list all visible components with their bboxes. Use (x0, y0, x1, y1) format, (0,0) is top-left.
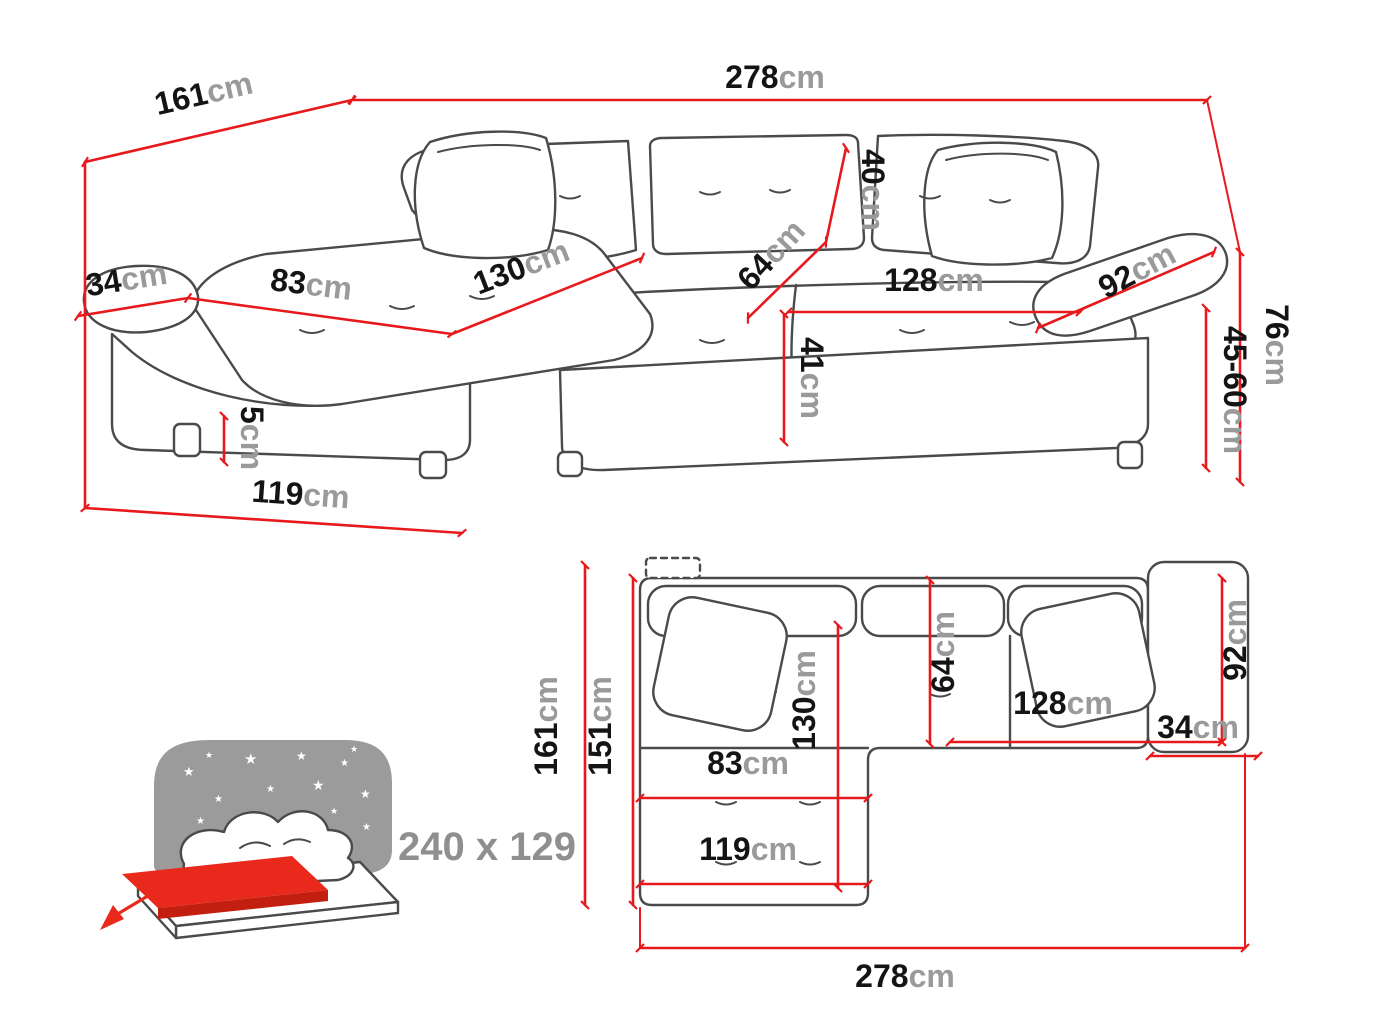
mattress-front (158, 890, 328, 919)
plan-label-34: 34cm (1157, 709, 1239, 745)
tufting-creases (299, 189, 1035, 344)
plan-pillow-left (652, 596, 788, 732)
chaise-cushion (190, 227, 654, 407)
plan-label-130: 130cm (786, 650, 822, 750)
svg-text:★: ★ (330, 806, 338, 816)
sofa-leg (172, 422, 202, 458)
dim-line-130 (450, 252, 646, 336)
dim-label-height-76: 76cm (1259, 304, 1295, 386)
svg-text:★: ★ (266, 784, 275, 795)
dim-label-backrest-40: 40cm (855, 149, 891, 231)
sofa-bed-icon: ★ ★ ★ ★ ★ ★ ★ ★ ★ ★ ★ ★ ★ ★ ★ (100, 740, 400, 940)
dim-line-92 (1034, 246, 1218, 334)
dim-line-34 (73, 292, 193, 322)
sofa-leg (1116, 440, 1144, 470)
svg-text:★: ★ (183, 764, 195, 779)
mattress-top (122, 856, 328, 908)
plan-label-119: 119cm (699, 831, 797, 867)
svg-text:★: ★ (205, 750, 213, 760)
pillow-left-crease (437, 143, 541, 153)
svg-text:★: ★ (196, 816, 205, 827)
dim-line-64 (746, 236, 828, 324)
dim-label-armrest-34: 34cm (83, 255, 169, 303)
blanket-crease (283, 838, 311, 845)
dim-line-40 (824, 142, 851, 244)
dim-line-119 (80, 503, 467, 538)
plan-label-64: 64cm (925, 611, 961, 693)
dim-label-seat-width-128: 128cm (884, 262, 984, 298)
plan-label-83: 83cm (707, 745, 789, 781)
chaise-front-panel (110, 332, 472, 462)
sofa-plan-view (638, 556, 1250, 907)
plan-pillow-right (1020, 592, 1156, 728)
pullout-arrow-head (100, 905, 124, 930)
dim-label-chaise-outer-119: 119cm (251, 473, 351, 516)
pillow-left (413, 130, 557, 260)
plan-label-92: 92cm (1217, 599, 1253, 681)
dim-label-seat-height-41: 41cm (794, 337, 830, 419)
svg-text:★: ★ (312, 777, 325, 793)
svg-text:★: ★ (360, 787, 371, 801)
dim-label-depth-161: 161cm (151, 65, 256, 122)
plan-label-151: 151cm (582, 676, 618, 776)
dim-label-height-45-60: 45-60cm (1217, 326, 1253, 454)
plan-label-128: 128cm (1013, 685, 1113, 721)
plan-headrest (644, 556, 702, 580)
perspective-dimension-labels: 278cm 161cm 34cm 83cm 130cm 64cm 40cm 12… (83, 59, 1295, 515)
svg-text:★: ★ (214, 794, 223, 805)
plan-dimension-labels: 161cm 151cm 130cm 64cm 92cm 128cm 34cm 8… (528, 599, 1253, 994)
blanket-crease (239, 841, 271, 849)
plan-label-278: 278cm (855, 958, 955, 994)
bed-size-label: 240 x 129 (398, 825, 576, 869)
pillow-right-crease (945, 152, 1049, 161)
svg-text:★: ★ (296, 749, 307, 763)
pullout-arrow-shaft (114, 895, 148, 917)
svg-text:★: ★ (362, 822, 371, 833)
svg-text:★: ★ (350, 744, 358, 754)
backrest-middle (648, 133, 866, 256)
plan-dimension-lines (580, 560, 1263, 953)
dim-label-width-278: 278cm (725, 59, 825, 95)
dim-label-leg-5: 5cm (234, 406, 270, 470)
dim-label-chaise-width-83: 83cm (269, 261, 355, 307)
plan-label-161: 161cm (528, 676, 564, 776)
dim-label-chaise-length-130: 130cm (468, 232, 574, 301)
svg-text:★: ★ (340, 758, 349, 769)
dim-line-83 (186, 296, 458, 339)
sofa-leg (556, 450, 584, 478)
perspective-dimension-lines (73, 94, 1245, 538)
svg-text:★: ★ (244, 751, 257, 768)
pillow-right (923, 141, 1064, 266)
dim-line-161-diagonal (81, 94, 356, 168)
sofa-leg (418, 450, 448, 480)
frame-line-right (1206, 99, 1241, 253)
